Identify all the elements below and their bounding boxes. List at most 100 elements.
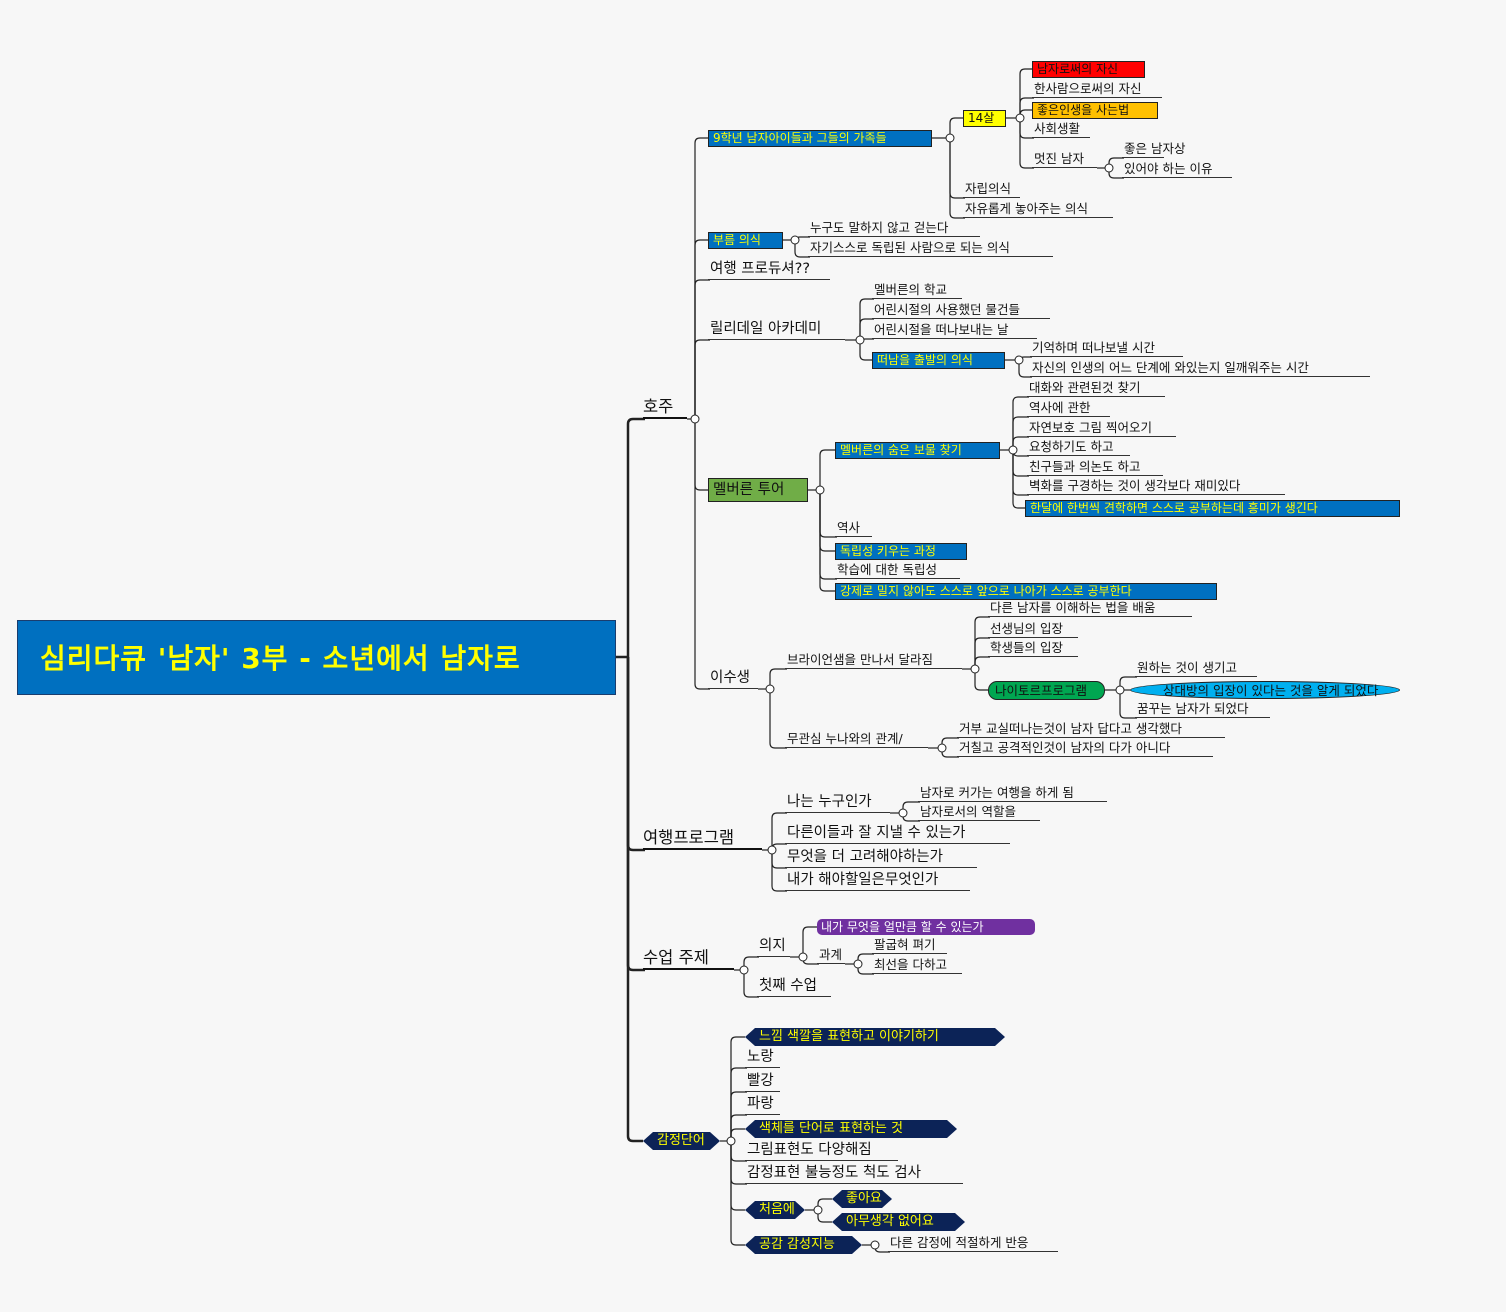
node-melb[interactable]: 멜버른 투어 (708, 478, 808, 502)
node-root[interactable]: 심리다큐 '남자' 3부 - 소년에서 남자로 (17, 619, 616, 695)
node-g9[interactable]: 9학년 남자아이들과 그들의 가족들 (708, 129, 932, 147)
collapse-toggle[interactable] (739, 965, 749, 975)
node-b1[interactable]: 누구도 말하지 않고 걷는다 (808, 219, 980, 237)
node-t6[interactable]: 벽화를 구경하는 것이 생각보다 재미있다 (1027, 477, 1285, 495)
node-i1a[interactable]: 다른 남자를 이해하는 법을 배움 (988, 599, 1192, 617)
node-l4b[interactable]: 자신의 인생의 어느 단계에 와있는지 일깨워주는 시간 (1030, 359, 1370, 377)
node-t4[interactable]: 요청하기도 하고 (1027, 438, 1130, 456)
node-i1b[interactable]: 선생님의 입장 (988, 620, 1078, 638)
node-tr4[interactable]: 내가 해야할일은무엇인가 (785, 869, 970, 891)
node-jarip[interactable]: 자립의식 (963, 180, 1020, 198)
node-isu[interactable]: 이수생 (708, 667, 758, 689)
node-c1a[interactable]: 내가 무엇을 얼만큼 할 수 있는가 (817, 919, 1035, 935)
connector-c1a (802, 926, 817, 957)
node-e9[interactable]: 공감 감성지능 (745, 1236, 862, 1254)
node-c1b[interactable]: 과계 (817, 946, 845, 964)
node-i2b[interactable]: 거칠고 공격적인것이 남자의 다가 아니다 (957, 739, 1213, 757)
collapse-toggle[interactable] (870, 1240, 880, 1250)
collapse-toggle[interactable] (1115, 685, 1125, 695)
collapse-toggle[interactable] (1015, 113, 1025, 123)
node-i2[interactable]: 무관심 누나와의 관계/ (785, 730, 928, 748)
node-travel[interactable]: 여행프로그램 (643, 826, 762, 850)
node-t5[interactable]: 친구들과 의논도 하고 (1027, 458, 1163, 476)
node-e8[interactable]: 처음에 (745, 1201, 805, 1219)
node-self2[interactable]: 한사람으로써의 자신 (1032, 80, 1162, 98)
node-t7[interactable]: 한달에 한번씩 견학하면 스스로 공부하는데 흥미가 생긴다 (1025, 499, 1400, 517)
node-t3[interactable]: 자연보호 그림 찍어오기 (1027, 419, 1176, 437)
node-i2a[interactable]: 거부 교실떠나는것이 남자 답다고 생각했다 (957, 720, 1225, 738)
node-self1[interactable]: 남자로써의 자신 (1032, 60, 1145, 78)
node-e6[interactable]: 그림표현도 다양해짐 (745, 1139, 898, 1161)
node-burum[interactable]: 부름 의식 (708, 231, 783, 249)
node-e5[interactable]: 색체를 단어로 표현하는 것 (745, 1120, 957, 1138)
node-tr2[interactable]: 다른이들과 잘 지낼 수 있는가 (785, 822, 1010, 844)
collapse-toggle[interactable] (1104, 163, 1114, 173)
node-b2[interactable]: 자기스스로 독립된 사람으로 되는 의식 (808, 239, 1053, 257)
collapse-toggle[interactable] (790, 235, 800, 245)
node-social[interactable]: 사회생활 (1032, 120, 1090, 138)
node-i1[interactable]: 브라이언샘을 만나서 달라짐 (785, 651, 962, 669)
node-t1[interactable]: 대화와 관련된것 찾기 (1027, 379, 1165, 397)
collapse-toggle[interactable] (813, 1205, 823, 1215)
node-c2[interactable]: 첫째 수업 (757, 975, 831, 997)
collapse-toggle[interactable] (726, 1136, 736, 1146)
node-l2[interactable]: 어린시절의 사용했던 물건들 (872, 301, 1050, 319)
collapse-toggle[interactable] (1014, 355, 1024, 365)
collapse-toggle[interactable] (945, 133, 955, 143)
collapse-toggle[interactable] (765, 684, 775, 694)
node-n3[interactable]: 꿈꾸는 남자가 되었다 (1135, 700, 1270, 718)
collapse-toggle[interactable] (798, 952, 808, 962)
node-l1[interactable]: 멜버른의 학교 (872, 281, 962, 299)
node-lilly[interactable]: 릴리데일 아카데미 (708, 318, 845, 340)
collapse-toggle[interactable] (898, 808, 908, 818)
node-good[interactable]: 좋은인생을 사는법 (1032, 101, 1158, 119)
connector-t3 (1012, 436, 1029, 450)
node-e4[interactable]: 파랑 (745, 1093, 780, 1115)
node-cool2[interactable]: 있어야 하는 이유 (1122, 160, 1232, 178)
node-e8b[interactable]: 아무생각 없어요 (832, 1213, 965, 1231)
node-e8a[interactable]: 좋아요 (832, 1190, 892, 1208)
node-l3[interactable]: 어린시절을 떠나보내는 날 (872, 321, 1037, 339)
collapse-toggle[interactable] (1008, 445, 1018, 455)
node-class[interactable]: 수업 주제 (643, 946, 734, 970)
collapse-toggle[interactable] (937, 743, 947, 753)
node-t2[interactable]: 역사에 관한 (1027, 399, 1110, 417)
node-hoju[interactable]: 호주 (643, 395, 687, 419)
node-e2[interactable]: 노랑 (745, 1046, 780, 1068)
collapse-toggle[interactable] (853, 959, 863, 969)
node-tr1a[interactable]: 남자로 커가는 여행을 하게 됨 (918, 784, 1107, 802)
collapse-toggle[interactable] (690, 414, 700, 424)
collapse-toggle[interactable] (855, 335, 865, 345)
node-emo[interactable]: 감정단어 (643, 1132, 720, 1150)
node-c1b2[interactable]: 최선을 다하고 (872, 956, 962, 974)
collapse-toggle[interactable] (767, 845, 777, 855)
node-n1[interactable]: 원하는 것이 생기고 (1135, 659, 1257, 677)
node-i1c[interactable]: 학생들의 입장 (988, 639, 1078, 657)
node-e3[interactable]: 빨강 (745, 1070, 780, 1092)
node-l4a[interactable]: 기억하며 떠나보낼 시간 (1030, 339, 1183, 357)
node-cool1[interactable]: 좋은 남자상 (1122, 141, 1186, 158)
connector-cool1 (1108, 157, 1124, 168)
collapse-toggle[interactable] (815, 485, 825, 495)
node-i1d[interactable]: 나이토르프로그램 (988, 680, 1105, 700)
node-c1[interactable]: 의지 (757, 935, 790, 957)
node-l4[interactable]: 떠남을 출발의 의식 (872, 351, 1005, 369)
node-free[interactable]: 자유롭게 놓아주는 의식 (963, 200, 1113, 218)
node-m2[interactable]: 역사 (835, 519, 872, 537)
node-n2[interactable]: 상대방의 입장이 있다는 것을 알게 되었다 (1130, 681, 1400, 699)
node-m4[interactable]: 학습에 대한 독립성 (835, 561, 960, 579)
node-cool[interactable]: 멋진 남자 (1032, 150, 1097, 168)
collapse-toggle[interactable] (970, 664, 980, 674)
node-producer[interactable]: 여행 프로듀셔?? (708, 258, 830, 280)
node-m5[interactable]: 강제로 밀지 않아도 스스로 앞으로 나아가 스스로 공부한다 (835, 582, 1217, 600)
node-e1[interactable]: 느낌 색깔을 표현하고 이야기하기 (745, 1028, 1005, 1046)
node-m3[interactable]: 독립성 키우는 과정 (835, 542, 967, 560)
node-age14[interactable]: 14살 (963, 109, 1006, 127)
node-tr1[interactable]: 나는 누구인가 (785, 791, 890, 813)
node-m1[interactable]: 멜버른의 숨은 보물 찾기 (835, 441, 1000, 459)
node-c1b1[interactable]: 팔굽혀 펴기 (872, 936, 947, 954)
node-tr3[interactable]: 무엇을 더 고려해야하는가 (785, 846, 977, 868)
node-tr1b[interactable]: 남자로서의 역할을 (918, 803, 1040, 821)
node-e9a[interactable]: 다른 감정에 적절하게 반응 (888, 1234, 1058, 1252)
node-e7[interactable]: 감정표현 불능정도 척도 검사 (745, 1162, 963, 1184)
